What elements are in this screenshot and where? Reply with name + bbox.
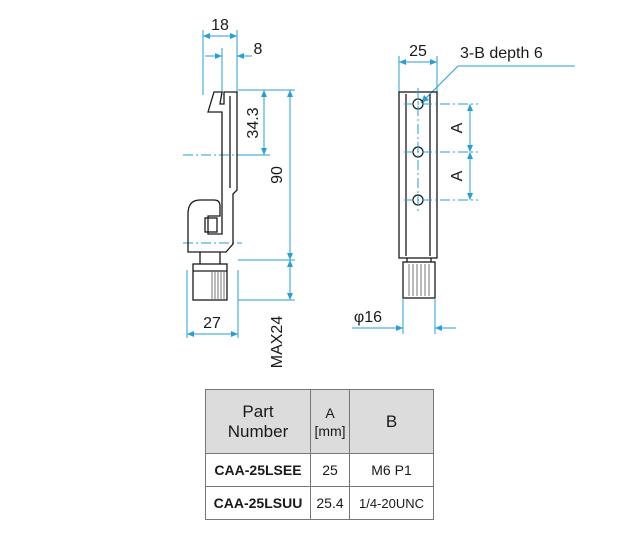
header-part-number: Part Number [205,389,311,454]
cell-b: M6 P1 [349,453,434,487]
dim-label-34-3: 34.3 [245,107,262,138]
clamp-knob-front [402,261,436,299]
table-row: CAA-25LSUU 25.4 1/4-20UNC [205,486,434,520]
dim-label-25: 25 [409,43,427,60]
cell-part-number: CAA-25LSUU [205,486,311,520]
dim-label-27: 27 [203,315,221,332]
clamp-hook-profile [187,91,238,253]
dim-label-pitch-upper: A [449,122,466,133]
cell-a: 25 [310,453,350,487]
dim-label-max24: MAX24 [269,316,286,369]
table-row: CAA-25LSEE 25 M6 P1 [205,453,434,487]
dim-label-18: 18 [211,17,229,34]
right-view: 25 3-B depth 6 A A [352,43,575,334]
cell-b: 1/4-20UNC [349,486,434,520]
dim-label-phi16: φ16 [354,309,382,326]
header-b: B [349,389,434,454]
dim-label-90: 90 [269,166,286,184]
cell-a: 25.4 [310,486,350,520]
dim-label-8: 8 [254,41,263,58]
spec-table: Part Number A [mm] B CAA-25LSEE 25 M6 P1… [205,389,434,520]
header-a: A [mm] [310,389,350,454]
table-header-row: Part Number A [mm] B [205,389,434,454]
hole-callout-leader [420,65,459,104]
clamp-screw-window [204,217,218,233]
left-view: 18 8 34.3 90 MAX24 27 [183,17,295,368]
cell-part-number: CAA-25LSEE [205,453,311,487]
hole-callout-label: 3-B depth 6 [460,45,543,62]
clamp-knob [192,263,228,301]
dim-label-pitch-lower: A [449,170,466,181]
